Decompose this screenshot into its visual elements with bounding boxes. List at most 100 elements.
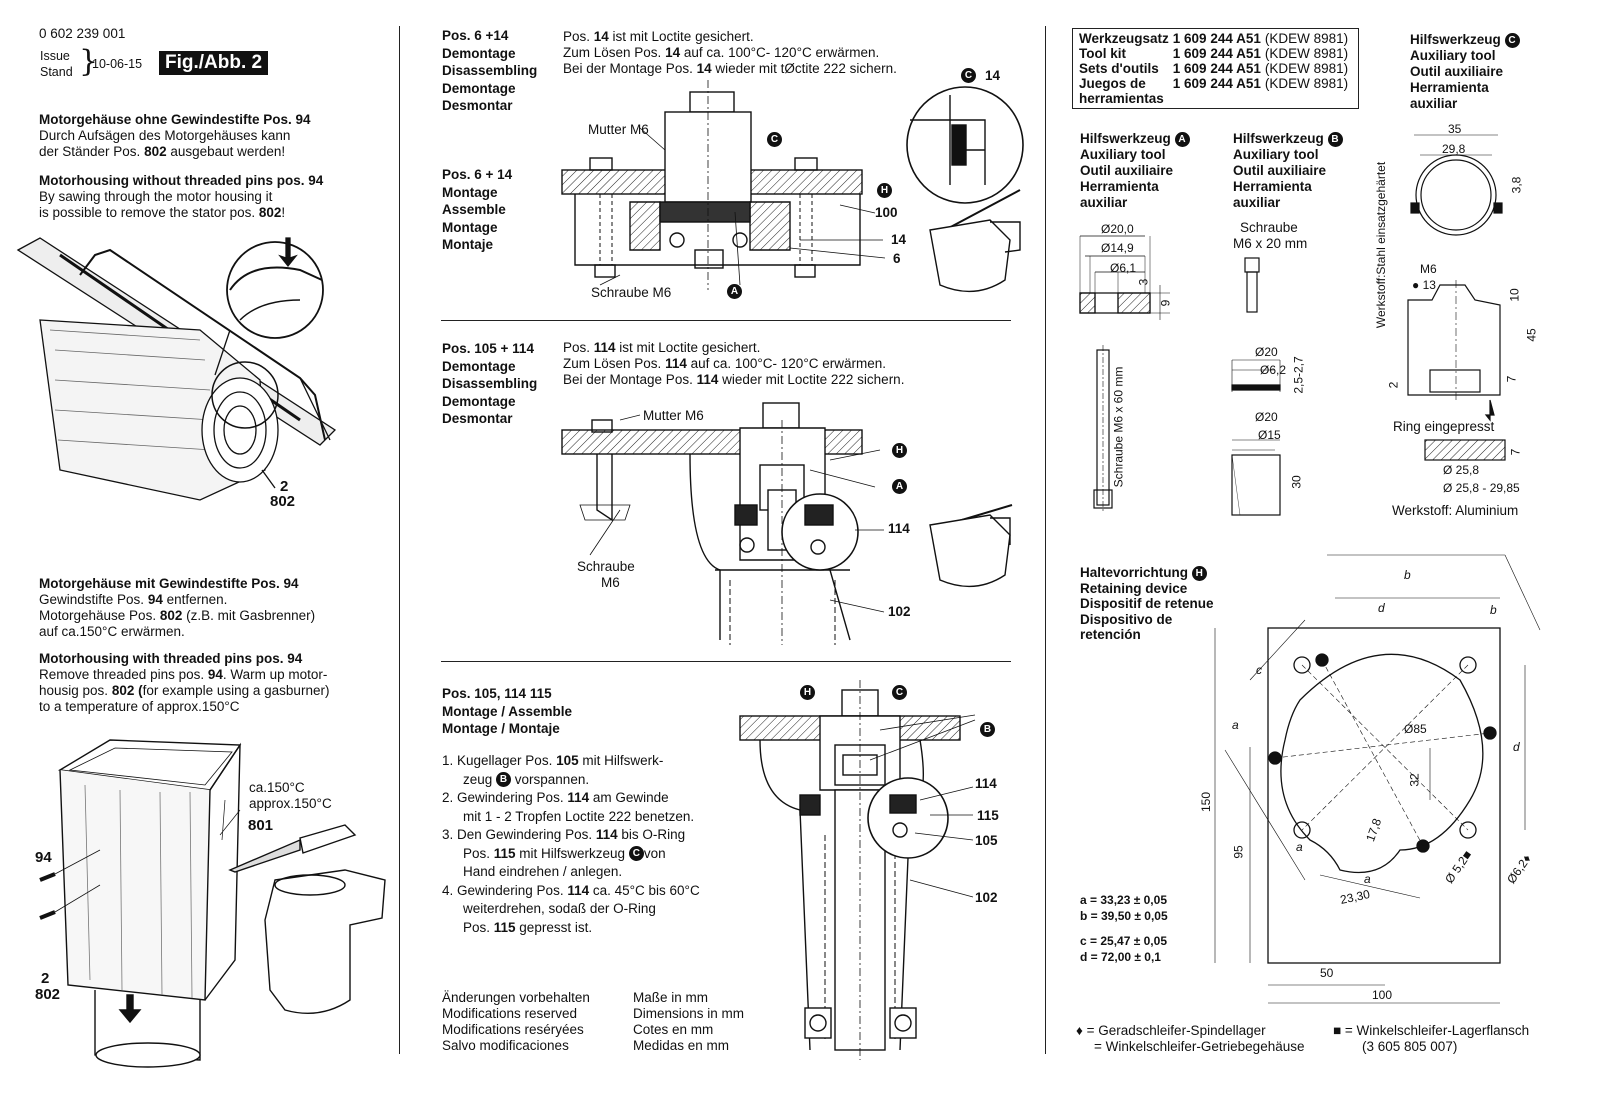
- step-line: zeug B vorspannen.: [463, 771, 590, 788]
- modifications-de: Änderungen vorbehalten: [442, 990, 590, 1005]
- figure-label: Fig./Abb. 2: [159, 51, 269, 75]
- h-d: d: [1378, 601, 1385, 615]
- h-b2: b: [1490, 603, 1497, 617]
- tool-a-marker-2: A: [892, 479, 907, 494]
- sec2-title-de: Motorgehäuse mit Gewindestifte Pos. 94: [39, 576, 299, 591]
- a-d20: Ø20,0: [1101, 222, 1134, 236]
- dimensions-es: Medidas en mm: [633, 1038, 730, 1053]
- f1-6: 6: [893, 251, 901, 266]
- s2-text-3: Bei der Montage Pos. 114 wieder mit Loct…: [563, 372, 905, 387]
- f2-schraube-label-1: Schraube: [577, 559, 635, 574]
- disassembly-drawing-1: [561, 80, 1024, 293]
- temp-label-de: ca.150°C: [249, 780, 305, 795]
- legend-square-1: ■ = Winkelschleifer-Lagerflansch: [1333, 1023, 1530, 1038]
- h-95: 95: [1231, 845, 1246, 859]
- step-line: 3. Den Gewindering Pos. 114 bis O-Ring: [442, 827, 686, 842]
- step-line: Hand eindrehen / anlegen.: [463, 864, 623, 879]
- assembly-drawing-3: [739, 680, 976, 1060]
- h-100: 100: [1372, 988, 1393, 1002]
- c-2985: Ø 25,8 - 29,85: [1443, 481, 1520, 495]
- kit-row: herramientas: [1079, 91, 1164, 106]
- sec1-text-de-1: Durch Aufsägen des Motorgehäuses kann: [39, 128, 291, 143]
- tool-h-marker-3: H: [800, 685, 815, 700]
- row-divider-1: [441, 320, 1011, 321]
- tool-c-marker: C: [767, 132, 782, 147]
- c-material-alu: Werkstoff: Aluminium: [1392, 503, 1519, 518]
- h-32: 32: [1407, 773, 1422, 787]
- s1-text-1: Pos. 14 ist mit Loctite gesichert.: [563, 29, 754, 44]
- sec2-text-de-1: Gewindstifte Pos. 94 entfernen.: [39, 592, 228, 607]
- sec1-text-en-1: By sawing through the motor housing it: [39, 189, 273, 204]
- f3-105: 105: [975, 833, 998, 848]
- column-divider-2: [1045, 26, 1046, 1054]
- step-line: 1. Kugellager Pos. 105 mit Hilfswerk-: [442, 753, 664, 768]
- b-d20: Ø20: [1255, 345, 1278, 359]
- issue-label: Issue: [40, 49, 70, 63]
- step-line: weiterdrehen, sodaß der O-Ring: [463, 901, 656, 916]
- tool-h-marker-2: H: [892, 443, 907, 458]
- part-number: 0 602 239 001: [39, 26, 126, 41]
- h-150: 150: [1199, 791, 1214, 813]
- legend-square-2: (3 605 805 007): [1362, 1039, 1458, 1054]
- f3-114: 114: [975, 776, 997, 791]
- value-c: c = 25,47 ± 0,05: [1080, 934, 1167, 948]
- sec2-text-en-3: to a temperature of approx.150°C: [39, 699, 240, 714]
- b-screw-1: Schraube: [1240, 220, 1298, 235]
- label-801: 801: [248, 817, 274, 834]
- a-d61: Ø6,1: [1110, 261, 1137, 275]
- motor-housing-heating-illustration: [39, 739, 386, 1068]
- f2-114: 114: [888, 521, 910, 536]
- step-line: Pos. 115 gepresst ist.: [463, 919, 593, 935]
- dimensions-de: Maße in mm: [633, 990, 709, 1005]
- s1-text-3: Bei der Montage Pos. 14 wieder mit tØcti…: [563, 61, 897, 76]
- stand-label: Stand: [40, 65, 73, 79]
- h-b1: b: [1404, 568, 1411, 582]
- h-50: 50: [1320, 966, 1334, 980]
- h-a3: a: [1364, 872, 1371, 886]
- h-c: c: [1256, 663, 1262, 677]
- modifications-en: Modifications reserved: [442, 1006, 578, 1021]
- auxiliary-tools-drawing: [1079, 134, 1506, 516]
- issue-date: 10-06-15: [92, 57, 143, 71]
- f1-100: 100: [875, 205, 898, 220]
- value-d: d = 72,00 ± 0,1: [1080, 950, 1161, 964]
- value-b: b = 39,50 ± 0,05: [1080, 909, 1168, 923]
- a-d149: Ø14,9: [1101, 241, 1134, 255]
- h-a2: a: [1296, 840, 1303, 854]
- dimensions-fr: Cotes en mm: [633, 1022, 714, 1037]
- brace: }: [79, 44, 99, 79]
- f1-14: 14: [891, 232, 907, 247]
- f3-102: 102: [975, 890, 998, 905]
- dimensions-en: Dimensions in mm: [633, 1006, 745, 1021]
- h-a1: a: [1232, 718, 1239, 732]
- f2-mutter-label: Mutter M6: [643, 408, 704, 423]
- b-screw-2: M6 x 20 mm: [1233, 236, 1308, 251]
- legend-diamond-2: = Winkelschleifer-Getriebegehäuse: [1094, 1039, 1305, 1054]
- temp-label-en: approx.150°C: [249, 796, 332, 811]
- label-802: 802: [35, 986, 61, 1003]
- fig1-num-802: 802: [270, 493, 296, 510]
- sec1-text-en-2: is possible to remove the stator pos. 80…: [39, 205, 286, 220]
- label-2: 2: [41, 970, 50, 987]
- sec1-title-en: Motorhousing without threaded pins pos. …: [39, 173, 324, 188]
- sec2-text-en-1: Remove threaded pins pos. 94. Warm up mo…: [39, 667, 328, 682]
- tool-h-marker: H: [877, 183, 892, 198]
- f2-102: 102: [888, 604, 911, 619]
- s2-text-1: Pos. 114 ist mit Loctite gesichert.: [563, 340, 761, 355]
- b-d62: Ø6,2: [1260, 363, 1287, 377]
- f1-mutter-label: Mutter M6: [588, 122, 649, 137]
- modifications-es: Salvo modificaciones: [442, 1038, 569, 1053]
- sec1-title-de: Motorgehäuse ohne Gewindestifte Pos. 94: [39, 112, 311, 127]
- s2-text-2: Zum Lösen Pos. 114 auf ca. 100°C- 120°C …: [563, 356, 886, 371]
- sec2-text-en-2: housig pos. 802 (for example using a gas…: [39, 683, 330, 698]
- step-line: 4. Gewindering Pos. 114 ca. 45°C bis 60°…: [442, 882, 700, 898]
